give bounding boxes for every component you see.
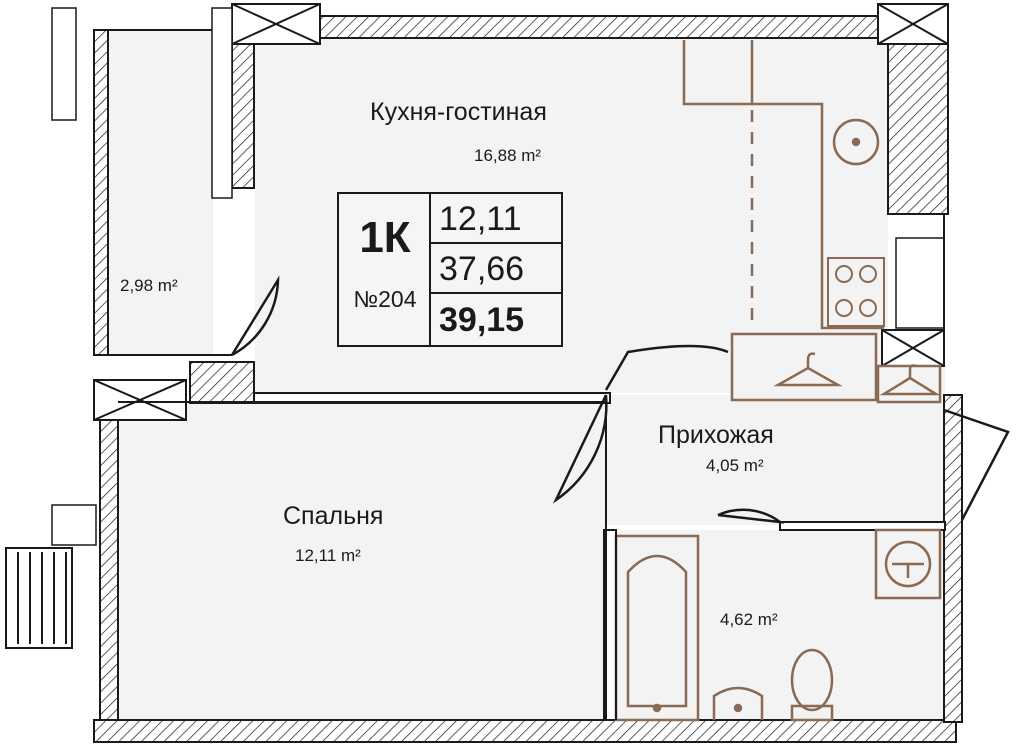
bedroom-floor	[118, 402, 606, 720]
wall-balcony-bottom	[189, 361, 255, 403]
hanger-icon	[773, 352, 843, 387]
wall-right	[943, 394, 963, 723]
wall-bottom	[93, 719, 957, 743]
hanger-icon	[879, 364, 941, 396]
kitchen-sink-icon	[832, 118, 880, 166]
outline	[108, 29, 945, 720]
stove-icon	[827, 257, 885, 327]
ventilation-shaft-icon	[881, 329, 945, 367]
closet	[730, 332, 878, 402]
door-entrance[interactable]	[943, 408, 1010, 521]
total-area-with-balcony-value: 39,15	[439, 301, 525, 339]
window-left-bedroom	[51, 504, 97, 546]
wall-left-bedroom	[99, 419, 119, 721]
ventilation-shaft-icon	[231, 3, 321, 45]
room-name-bedroom: Спальня	[283, 502, 384, 530]
kitchen-cabinet-upper	[682, 40, 754, 106]
room-floors	[108, 30, 945, 720]
room-area-hallway: 4,05 m²	[706, 456, 764, 475]
window-top-left-column	[211, 7, 233, 199]
living-area-value: 12,11	[431, 194, 563, 244]
kitchen-counter	[752, 102, 884, 330]
wall-balcony-partition	[231, 37, 255, 189]
room-area-bathroom: 4,62 m²	[720, 610, 778, 629]
room-area-bedroom: 12,11 m²	[295, 546, 361, 565]
bathroom-fixtures	[614, 528, 942, 722]
total-area-value: 37,66	[431, 244, 563, 294]
window-right-column	[895, 237, 945, 329]
closet-right	[876, 364, 942, 404]
apartment-number: №204	[353, 286, 417, 312]
kitchen-furniture	[682, 40, 942, 404]
wall-top	[229, 15, 891, 39]
balcony-floor	[108, 30, 213, 355]
apartment-id-cell: 1К №204	[339, 194, 431, 345]
door-hallway-entry[interactable]	[604, 344, 729, 391]
room-area-kitchen-living: 16,88 m²	[474, 146, 542, 165]
door-bathroom[interactable]	[717, 508, 785, 524]
wall-hallway-bathroom	[779, 521, 946, 531]
walls	[93, 15, 963, 743]
wall-right-upper	[887, 37, 949, 215]
hallway-floor	[600, 395, 945, 525]
room-area-balcony: 2,98 m²	[120, 276, 178, 295]
room-name-kitchen-living: Кухня-гостиная	[370, 98, 547, 126]
washbasin-icon	[712, 686, 764, 720]
windows	[51, 7, 945, 546]
radiator-icon	[5, 547, 73, 649]
ventilation-shaft-icon	[877, 3, 949, 45]
wall-left	[93, 29, 109, 356]
ventilation-shafts	[93, 3, 949, 421]
ventilation-shaft-icon	[93, 379, 187, 421]
apartment-type: 1К	[359, 213, 411, 262]
door-balcony[interactable]	[230, 275, 280, 357]
water-heater-icon	[874, 528, 942, 600]
room-name-hallway: Прихожая	[658, 421, 774, 449]
toilet-icon	[790, 648, 834, 722]
apartment-info-box: 1К №204 12,11 37,66 39,15	[337, 192, 563, 347]
window-left-top	[51, 7, 77, 121]
bathroom-floor	[615, 530, 945, 720]
